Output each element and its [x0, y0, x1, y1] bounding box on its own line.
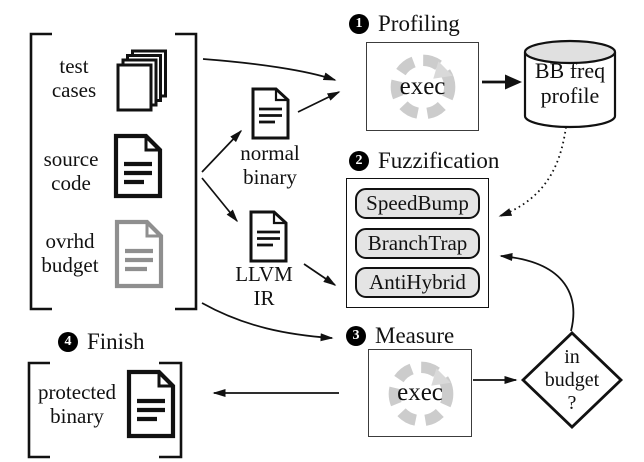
- llvm-ir-document-icon: [249, 210, 288, 263]
- profiling-step-number-badge: 1: [349, 14, 369, 34]
- in-budget-decision-line1: in: [564, 346, 580, 368]
- ovrhd-budget-document-icon: [114, 219, 164, 289]
- in-budget-decision-line3: ?: [567, 392, 577, 414]
- fuzzification-step-title: Fuzzification: [378, 148, 500, 173]
- measure-step-number-badge: 3: [346, 326, 366, 346]
- arrow-bbfreq-to-fuzzification-dotted: [498, 126, 567, 217]
- arrow-inputs-to-normal-binary: [201, 129, 243, 173]
- llvm-ir-label-line2: IR: [253, 286, 275, 310]
- normal-binary-document-icon: [251, 87, 290, 140]
- protected-binary-label: protected binary: [27, 380, 127, 428]
- bbfreq-profile-label-line1: BB freq: [534, 58, 606, 83]
- arrow-normal-binary-to-profiling: [297, 91, 341, 113]
- arrow-profiling-to-bbfreq-head: [505, 74, 522, 90]
- test-cases-label: test cases: [34, 54, 114, 102]
- normal-binary-label-line1: normal: [240, 141, 300, 165]
- source-code-document-icon: [113, 133, 163, 199]
- source-code-label-line2: code: [51, 171, 91, 195]
- ovrhd-budget-label: ovrhd budget: [24, 229, 116, 277]
- arrow-decision-to-fuzzification: [499, 253, 575, 332]
- profiling-exec-label: exec: [399, 72, 446, 100]
- test-cases-label-line1: test: [59, 54, 89, 78]
- input-bracket-left: [29, 32, 52, 311]
- finish-step-title: Finish: [87, 329, 145, 354]
- in-budget-decision-label: in budget ?: [529, 346, 615, 415]
- measure-exec-box: exec: [368, 349, 472, 437]
- profiling-exec-box: exec: [366, 42, 479, 131]
- test-cases-stack-icon: [116, 49, 167, 112]
- pass-chip-branchtrap: BranchTrap: [355, 227, 480, 259]
- measure-exec-spinner-icon: [388, 361, 454, 427]
- arrow-llvm-ir-to-fuzzification: [303, 263, 337, 286]
- measure-step-title: Measure: [375, 323, 455, 348]
- input-bracket-right: [175, 32, 198, 311]
- normal-binary-label-line2: binary: [243, 165, 297, 189]
- protected-binary-label-line2: binary: [50, 404, 104, 428]
- normal-binary-label: normal binary: [226, 141, 314, 189]
- bbfreq-profile-label-line2: profile: [540, 83, 600, 108]
- fuzzification-step-number-badge: 2: [349, 151, 369, 171]
- profiling-exec-spinner-icon: [390, 54, 456, 120]
- in-budget-decision-diamond: [520, 331, 624, 429]
- arrow-inputs-to-llvm-ir: [201, 177, 238, 223]
- measure-step-header: 3 Measure: [346, 324, 454, 348]
- source-code-label-line1: source: [43, 147, 99, 171]
- arrow-testcases-to-profiling: [202, 58, 337, 81]
- finish-step-number-badge: 4: [58, 332, 78, 352]
- ovrhd-budget-label-line1: ovrhd: [45, 229, 95, 253]
- finish-step-header: 4 Finish: [58, 330, 145, 354]
- bbfreq-profile-cylinder-icon: [523, 39, 617, 129]
- profiling-step-header: 1 Profiling: [349, 12, 460, 36]
- pass-chip-speedbump: SpeedBump: [355, 188, 480, 219]
- output-bracket-right: [159, 361, 183, 459]
- llvm-ir-label-line1: LLVM: [235, 262, 293, 286]
- llvm-ir-label: LLVM IR: [220, 262, 308, 310]
- source-code-label: source code: [30, 147, 112, 195]
- arrow-inputs-to-measure: [201, 302, 334, 342]
- output-bracket-left: [27, 361, 50, 459]
- protected-binary-label-line1: protected: [37, 380, 117, 404]
- pass-chip-antihybrid: AntiHybrid: [355, 267, 480, 298]
- fuzzification-box: SpeedBump BranchTrap AntiHybrid: [346, 178, 489, 308]
- test-cases-label-line2: cases: [51, 78, 97, 102]
- in-budget-decision-line2: budget: [544, 369, 600, 391]
- ovrhd-budget-label-line2: budget: [41, 253, 99, 277]
- measure-exec-label: exec: [397, 379, 443, 406]
- bbfreq-profile-label: BB freq profile: [523, 58, 617, 108]
- protected-binary-document-icon: [126, 369, 176, 439]
- profiling-step-title: Profiling: [378, 11, 460, 36]
- fuzzification-step-header: 2 Fuzzification: [349, 149, 499, 173]
